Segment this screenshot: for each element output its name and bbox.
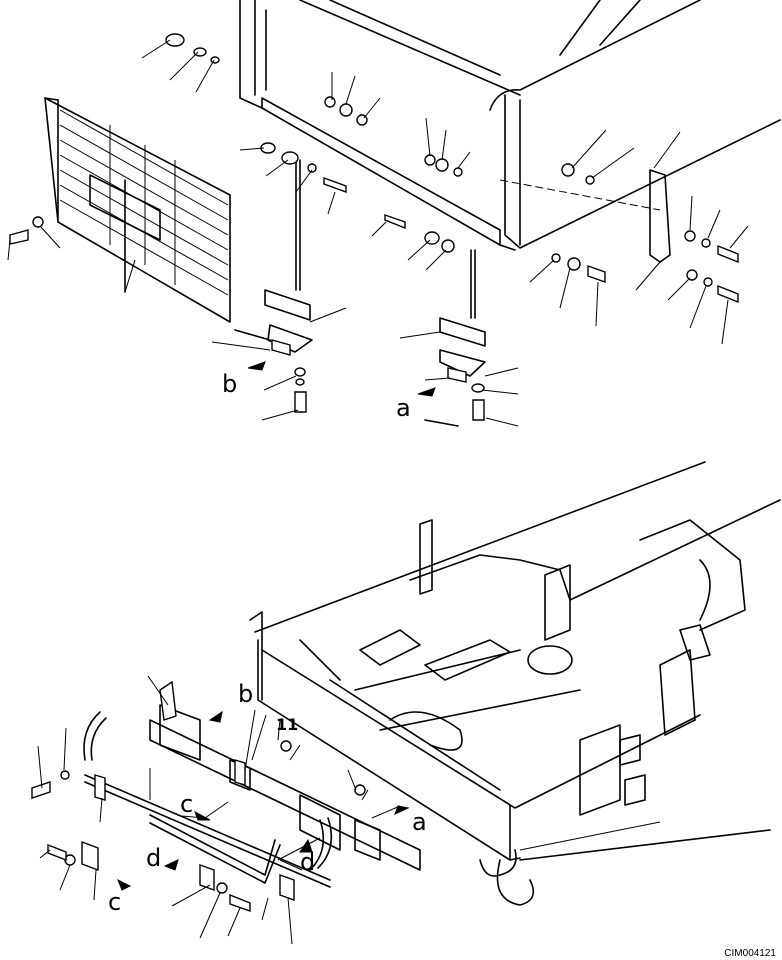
support-rods (83, 711, 333, 888)
side-link (649, 169, 671, 263)
callout-11: 11 (276, 715, 298, 734)
hinge-left (234, 159, 313, 356)
callout-a-upper: a (396, 394, 411, 422)
callout-a-lower: a (412, 808, 427, 836)
hood-cover (239, 0, 781, 251)
upper-assembly: b a (7, 0, 781, 427)
callout-d-left: d (146, 844, 161, 872)
callout-d-right: d (300, 848, 315, 876)
leaders-lower (37, 675, 661, 945)
lower-assembly: b 11 c a d d c (31, 461, 781, 945)
fasteners-upper (9, 33, 739, 421)
callout-c-bottom: c (108, 888, 121, 916)
hinge-right (424, 249, 486, 427)
leaders-upper (7, 39, 749, 427)
lower-fasteners (31, 680, 366, 912)
reference-code: CIM004121 (724, 948, 776, 959)
grille-panel (44, 97, 231, 323)
main-frame (249, 461, 781, 906)
callout-b-lower: b (238, 680, 253, 708)
callout-b-upper: b (222, 370, 237, 398)
lower-bracket-bar (149, 704, 421, 871)
callout-c-left: c (180, 790, 193, 818)
